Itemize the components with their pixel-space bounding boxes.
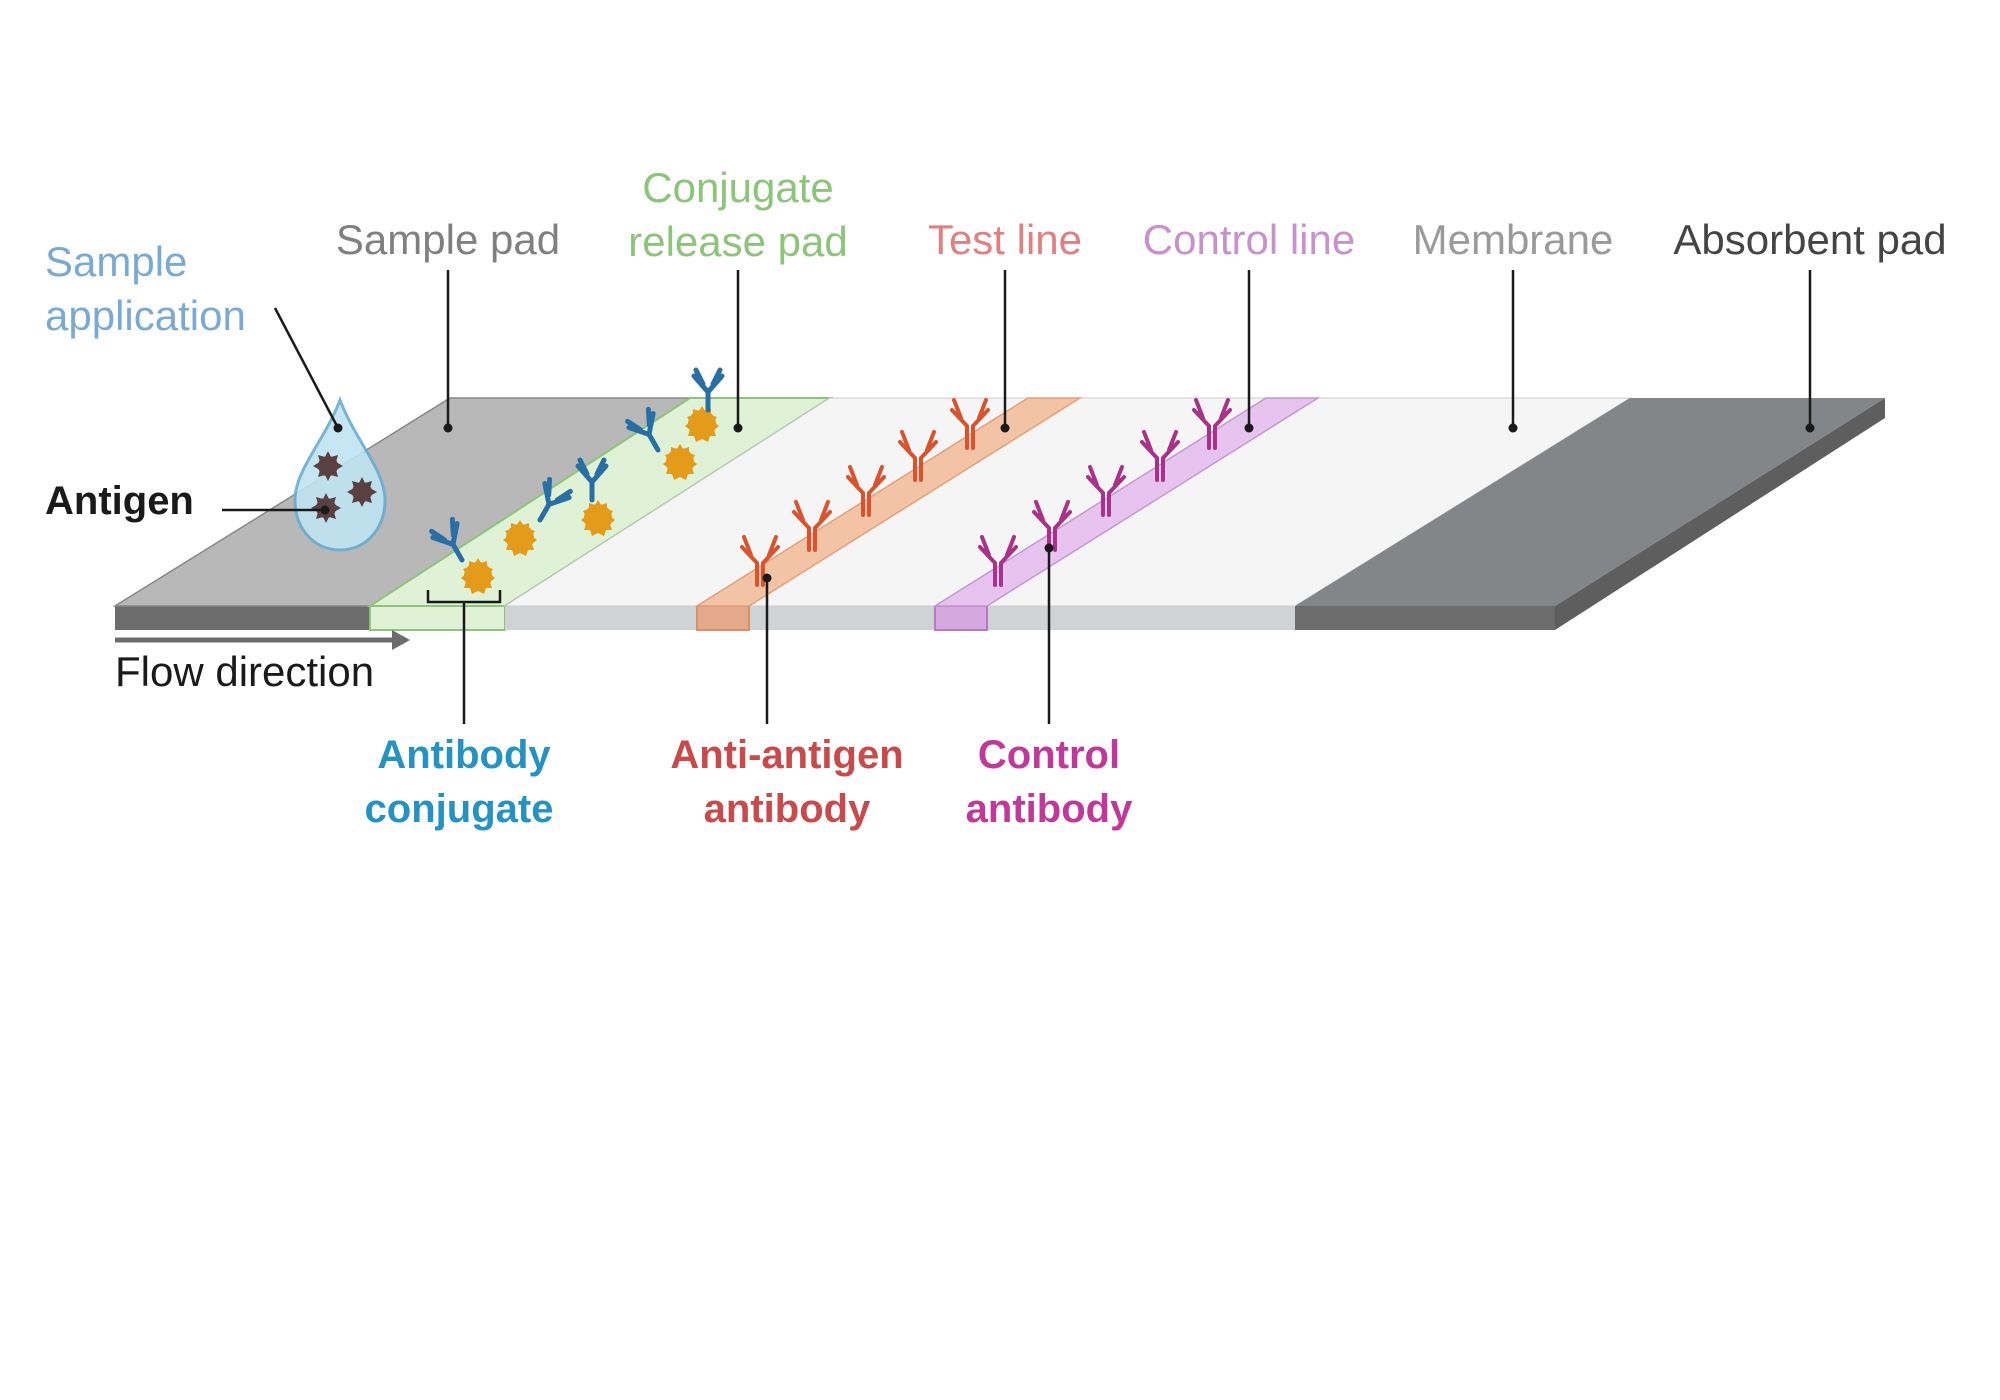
membrane-label: Membrane — [1413, 216, 1614, 263]
control-line-label: Control line — [1143, 216, 1355, 263]
control-line-front — [934, 605, 988, 631]
leader-dots — [320, 423, 1815, 583]
sample-pad-label: Sample pad — [336, 216, 560, 263]
sample-application-label: application — [45, 292, 246, 339]
anti-antigen-antibody-label: Anti-antigen — [670, 733, 903, 777]
membrane-front — [505, 606, 1295, 630]
control-antibody-label: antibody — [966, 787, 1133, 831]
strip-front — [115, 398, 1885, 631]
control-antibody-label: Control — [978, 733, 1120, 777]
conjugate-release-pad-label: release pad — [628, 218, 848, 265]
sample-droplet — [293, 395, 387, 552]
antigen-label: Antigen — [45, 479, 194, 523]
strip-side — [1555, 398, 1885, 630]
antibody-conjugate-label: Antibody — [377, 733, 551, 777]
absorbent-pad-top — [1295, 398, 1885, 606]
conjugate-pad-front — [369, 605, 506, 631]
leader-lines — [222, 270, 1812, 724]
absorbent-pad-front — [1295, 606, 1555, 630]
flow-direction-label: Flow direction — [115, 648, 374, 695]
test-line-front — [696, 605, 750, 631]
sample-application-label: Sample — [45, 238, 187, 285]
test-line-top — [694, 397, 1083, 607]
conjugate-release-pad-label: Conjugate — [642, 164, 833, 211]
flow-direction-arrow — [115, 630, 410, 650]
sample-pad-front — [115, 606, 370, 630]
absorbent-pad-label: Absorbent pad — [1673, 216, 1946, 263]
antibody-conjugate-label: conjugate — [365, 787, 554, 831]
test-line-label: Test line — [928, 216, 1082, 263]
anti-antigen-antibody-label: antibody — [704, 787, 871, 831]
